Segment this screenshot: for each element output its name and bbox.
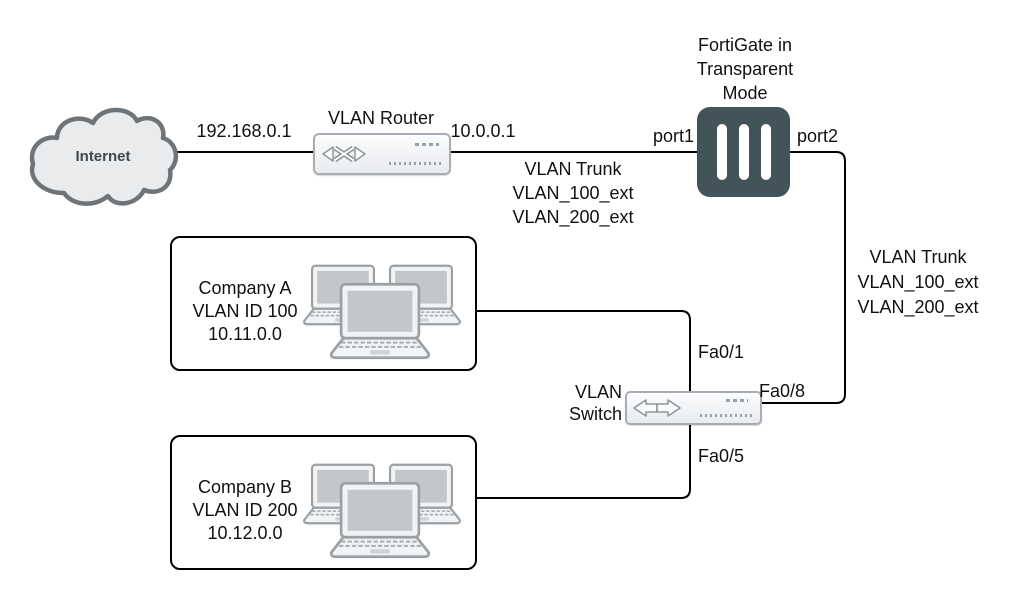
company-b-laptops-icon bbox=[303, 463, 461, 559]
fortigate-title-line3: Mode bbox=[722, 83, 768, 103]
fortigate-appliance bbox=[697, 107, 790, 197]
switch-icon bbox=[633, 399, 681, 417]
fortigate-title-line1: FortiGate in bbox=[697, 35, 793, 55]
switch-ports-dashes bbox=[726, 399, 748, 402]
company-a-group: Company A VLAN ID 100 10.11.0.0 bbox=[170, 236, 477, 371]
switch-port-fa01-label: Fa0/1 bbox=[698, 342, 745, 362]
internet-cloud-icon bbox=[29, 107, 179, 206]
company-b-group: Company B VLAN ID 200 10.12.0.0 bbox=[170, 435, 477, 570]
wire-switch-companyb bbox=[473, 421, 691, 499]
fortigate-port2-label: port2 bbox=[797, 126, 839, 146]
company-b-vlan-id: VLAN ID 200 bbox=[192, 500, 298, 520]
company-a-network: 10.11.0.0 bbox=[208, 324, 282, 344]
trunk-vlan-100: VLAN_100_ext bbox=[857, 272, 979, 292]
company-a-name: Company A bbox=[198, 278, 292, 298]
fortigate-port1-label: port1 bbox=[652, 126, 694, 146]
switch-ports-dots bbox=[700, 414, 752, 417]
trunk-vlan-100: VLAN_100_ext bbox=[512, 183, 634, 203]
trunk-label-fortigate-switch: VLAN Trunk VLAN_100_ext VLAN_200_ext bbox=[828, 245, 1008, 320]
switch-port-fa08-label: Fa0/8 bbox=[759, 381, 806, 401]
trunk-vlan-200: VLAN_200_ext bbox=[512, 207, 634, 227]
vlan-router bbox=[313, 133, 451, 175]
trunk-title: VLAN Trunk bbox=[524, 159, 622, 179]
wire-companya-switch bbox=[473, 310, 691, 391]
company-a-laptops-icon bbox=[303, 264, 461, 360]
switch-title: VLAN Switch bbox=[522, 381, 622, 425]
company-b-network: 10.12.0.0 bbox=[207, 523, 283, 543]
trunk-label-router-fortigate: VLAN Trunk VLAN_100_ext VLAN_200_ext bbox=[483, 157, 663, 229]
vlan-switch bbox=[625, 391, 762, 425]
switch-title-line2: Switch bbox=[568, 404, 622, 424]
fortigate-bar-icon bbox=[716, 124, 727, 180]
fortigate-bar-icon bbox=[760, 124, 771, 180]
router-ports-dashes bbox=[415, 143, 439, 146]
switch-title-line1: VLAN bbox=[574, 382, 622, 402]
fortigate-title: FortiGate in Transparent Mode bbox=[665, 33, 825, 105]
fortigate-bar-icon bbox=[738, 124, 749, 180]
internet-label: Internet bbox=[75, 148, 131, 165]
company-b-name: Company B bbox=[197, 477, 293, 497]
switch-port-fa05-label: Fa0/5 bbox=[698, 446, 745, 466]
router-external-ip: 192.168.0.1 bbox=[196, 121, 292, 141]
router-ports-dots bbox=[389, 162, 441, 165]
fortigate-title-line2: Transparent bbox=[696, 59, 794, 79]
company-a-vlan-id: VLAN ID 100 bbox=[192, 301, 298, 321]
router-title: VLAN Router bbox=[327, 108, 435, 128]
company-b-info: Company B VLAN ID 200 10.12.0.0 bbox=[175, 476, 315, 545]
router-internal-ip: 10.0.0.1 bbox=[450, 121, 516, 141]
trunk-title: VLAN Trunk bbox=[869, 247, 967, 267]
trunk-vlan-200: VLAN_200_ext bbox=[857, 297, 979, 317]
router-icon bbox=[322, 145, 366, 163]
company-a-info: Company A VLAN ID 100 10.11.0.0 bbox=[175, 277, 315, 346]
